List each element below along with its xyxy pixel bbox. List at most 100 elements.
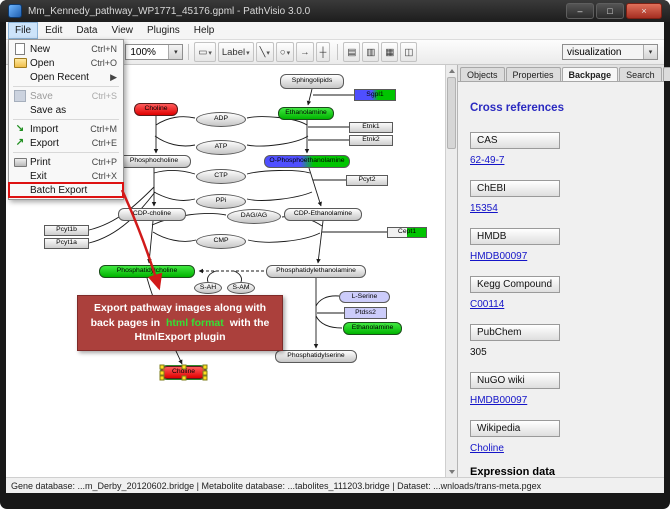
line-tool-button[interactable]: ╲: [255, 42, 274, 62]
node-label: Sgpl1: [366, 90, 384, 98]
node-label: Ptdss2: [355, 308, 376, 316]
selection-handle[interactable]: [159, 370, 165, 375]
pathway-node-phosphocholine[interactable]: Phosphocholine: [117, 155, 191, 168]
pathway-node-phosphatidylethanolamine[interactable]: Phosphatidylethanolamine: [266, 265, 366, 278]
maximize-button[interactable]: □: [596, 3, 624, 19]
menubar-item-view[interactable]: View: [111, 25, 133, 36]
chevron-down-icon[interactable]: [643, 45, 657, 59]
zoom-combobox[interactable]: 100%: [125, 44, 184, 60]
pathway-node-pcyt2[interactable]: Pcyt2: [346, 175, 388, 186]
pathway-node-dag-ag[interactable]: DAG/AG: [227, 209, 281, 224]
pathway-node-s-am[interactable]: S-AM: [227, 282, 255, 294]
pathway-node-phosphatidylcholine[interactable]: Phosphatidylcholine: [99, 265, 195, 278]
title-bar[interactable]: Mm_Kennedy_pathway_WP1771_45176.gpml - P…: [0, 0, 670, 22]
scrollbar-thumb[interactable]: [447, 77, 456, 149]
stack-button[interactable]: ◫: [400, 42, 418, 62]
selection-handle[interactable]: [202, 370, 208, 375]
scroll-down-icon[interactable]: [446, 466, 457, 477]
close-button[interactable]: ×: [626, 3, 662, 19]
minimize-button[interactable]: –: [566, 3, 594, 19]
tab-properties[interactable]: Properties: [505, 67, 561, 81]
pathway-node-ptdss2[interactable]: Ptdss2: [344, 307, 387, 319]
pathway-node-ppi[interactable]: PPi: [196, 194, 246, 209]
pathway-node-pcyt1a[interactable]: Pcyt1a: [44, 238, 89, 249]
xref-link[interactable]: 15354: [470, 203, 498, 214]
canvas-vertical-scrollbar[interactable]: [445, 65, 457, 477]
menu-item-save-as[interactable]: Save as: [9, 103, 123, 117]
pathway-node-l-serine[interactable]: L-Serine: [339, 291, 390, 303]
pathway-node-cdp-ethanolamine[interactable]: CDP-Ethanolamine: [284, 208, 362, 221]
menubar-item-data[interactable]: Data: [76, 25, 98, 36]
chevron-down-icon[interactable]: [287, 47, 291, 58]
pathway-node-cdp-choline[interactable]: CDP-choline: [118, 208, 186, 221]
pathway-node-ethanolamine[interactable]: Ethanolamine: [278, 107, 334, 120]
chevron-down-icon[interactable]: [266, 47, 270, 58]
menubar-item-plugins[interactable]: Plugins: [146, 25, 180, 36]
menubar-item-file[interactable]: File: [8, 22, 39, 39]
pathway-node-cept1[interactable]: Cept1: [387, 227, 427, 238]
tab-search[interactable]: Search: [619, 67, 662, 81]
tab-objects[interactable]: Objects: [460, 67, 505, 81]
pathway-node-s-ah[interactable]: S-AH: [194, 282, 222, 294]
align-horizontal-button[interactable]: ▤: [343, 42, 361, 62]
tab-backpage[interactable]: Backpage: [561, 67, 619, 81]
menubar-item-help[interactable]: Help: [193, 25, 215, 36]
menubar-item-edit[interactable]: Edit: [45, 25, 63, 36]
selection-handle[interactable]: [181, 364, 186, 370]
xref-link[interactable]: C00114: [470, 299, 505, 310]
chevron-down-icon[interactable]: [208, 47, 212, 58]
align-vertical-button[interactable]: ▥: [362, 42, 380, 62]
visualization-combobox[interactable]: visualization: [562, 44, 658, 60]
chevron-down-icon[interactable]: [246, 47, 250, 58]
xref-link[interactable]: HMDB00097: [470, 251, 528, 262]
selection-handle[interactable]: [159, 364, 165, 370]
pathway-node-ethanolamine[interactable]: Ethanolamine: [343, 322, 402, 335]
node-label: CTP: [214, 172, 228, 180]
pathway-node-etnk1[interactable]: Etnk1: [349, 122, 393, 133]
scroll-up-icon[interactable]: [446, 65, 457, 76]
selection-handle[interactable]: [181, 375, 186, 381]
xref-link[interactable]: 62-49-7: [470, 155, 505, 166]
pathway-node-choline[interactable]: Choline: [159, 364, 208, 381]
menu-item-open-recent[interactable]: Open Recent▶: [9, 70, 123, 84]
selection-handle[interactable]: [202, 375, 208, 381]
shape-tool-button[interactable]: ○: [275, 42, 295, 62]
connector-tool-button[interactable]: →: [296, 42, 314, 62]
pathway-node-phosphatidylserine[interactable]: Phosphatidylserine: [275, 350, 357, 363]
pathway-node-cmp[interactable]: CMP: [196, 234, 246, 249]
pathway-node-choline[interactable]: Choline: [134, 103, 178, 116]
pathway-node-adp[interactable]: ADP: [196, 112, 246, 127]
pathway-node-etnk2[interactable]: Etnk2: [349, 135, 393, 146]
label-tool-button[interactable]: Label: [217, 42, 254, 62]
datanode-tool-button[interactable]: ▭: [194, 42, 216, 62]
menu-item-batch-export[interactable]: Batch Export: [8, 182, 124, 198]
anchor-tool-button[interactable]: ┼: [315, 42, 331, 62]
pathway-node-pcyt1b[interactable]: Pcyt1b: [44, 225, 89, 236]
pathway-node-sgpl1[interactable]: Sgpl1: [354, 89, 396, 101]
stack-icon: ◫: [404, 46, 414, 58]
toolbar-separator: [337, 44, 339, 60]
xref-link[interactable]: Choline: [470, 443, 504, 454]
node-label: O-Phosphoethanolamine: [269, 157, 345, 165]
selection-handle[interactable]: [159, 375, 165, 381]
pathway-node-atp[interactable]: ATP: [196, 140, 246, 155]
distribute-button[interactable]: ▦: [381, 42, 399, 62]
selection-handle[interactable]: [202, 364, 208, 370]
pathway-node-sphingolipids[interactable]: Sphingolipids: [280, 74, 344, 89]
pathway-node-ctp[interactable]: CTP: [196, 169, 246, 184]
pathway-node-o-phosphoethanolamine[interactable]: O-Phosphoethanolamine: [264, 155, 350, 168]
xref-link[interactable]: HMDB00097: [470, 395, 528, 406]
tab-legend[interactable]: Legend: [662, 67, 670, 81]
submenu-arrow-icon: ▶: [110, 71, 117, 82]
chevron-down-icon[interactable]: [168, 45, 183, 59]
menu-shortcut: Ctrl+N: [91, 44, 117, 54]
